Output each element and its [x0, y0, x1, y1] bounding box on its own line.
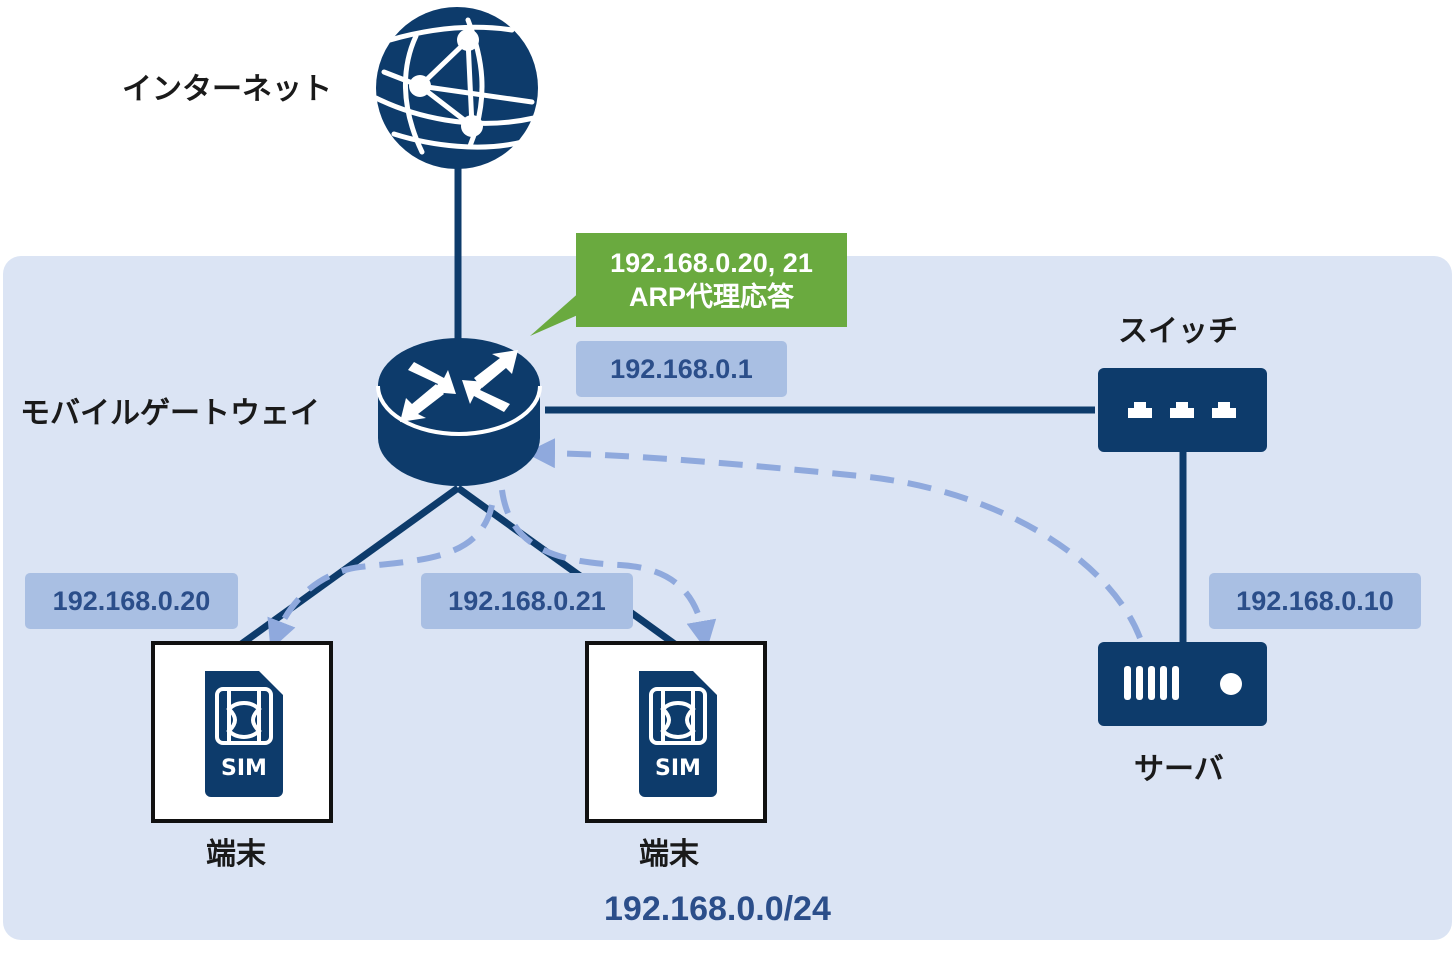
sim-card-icon: SIM: [205, 671, 283, 797]
arp-flow-terminal2: [499, 489, 717, 651]
callout-ip-list: 192.168.0.20, 21: [610, 248, 813, 278]
server-ip-badge: 192.168.0.10: [1209, 573, 1421, 629]
server-icon: [1098, 642, 1267, 726]
internet-node: [372, 6, 542, 170]
server-node: [1098, 642, 1267, 726]
gateway-ip-badge: 192.168.0.1: [576, 341, 787, 397]
subnet-label: 192.168.0.0/24: [604, 890, 831, 928]
globe-icon: [373, 7, 538, 169]
sim-card-text: SIM: [221, 756, 267, 781]
terminal2-node: SIM: [585, 641, 767, 823]
terminal2-link: [455, 485, 679, 648]
arp-proxy-callout: 192.168.0.20, 21 ARP代理応答: [576, 233, 847, 327]
switch-node: [1098, 368, 1267, 452]
terminal1-node: SIM: [151, 641, 333, 823]
sim-card-icon: SIM: [639, 671, 717, 797]
router-icon: [376, 338, 542, 486]
switch-label: スイッチ: [1118, 314, 1238, 349]
server-label: サーバ: [1134, 752, 1224, 787]
terminal1-label: 端末: [206, 837, 266, 872]
callout-description: ARP代理応答: [628, 282, 794, 312]
gateway-node: [374, 334, 544, 490]
terminal1-ip-badge: 192.168.0.20: [25, 573, 238, 629]
arp-flow-server: [525, 438, 1143, 640]
terminal2-label: 端末: [639, 837, 699, 872]
internet-label: インターネット: [122, 72, 332, 107]
terminal2-ip-badge: 192.168.0.21: [421, 573, 633, 629]
switch-icon: [1098, 368, 1267, 452]
gateway-label: モバイルゲートウェイ: [20, 396, 320, 431]
sim-card-text: SIM: [655, 756, 701, 781]
arp-flow-terminal1: [267, 504, 495, 650]
